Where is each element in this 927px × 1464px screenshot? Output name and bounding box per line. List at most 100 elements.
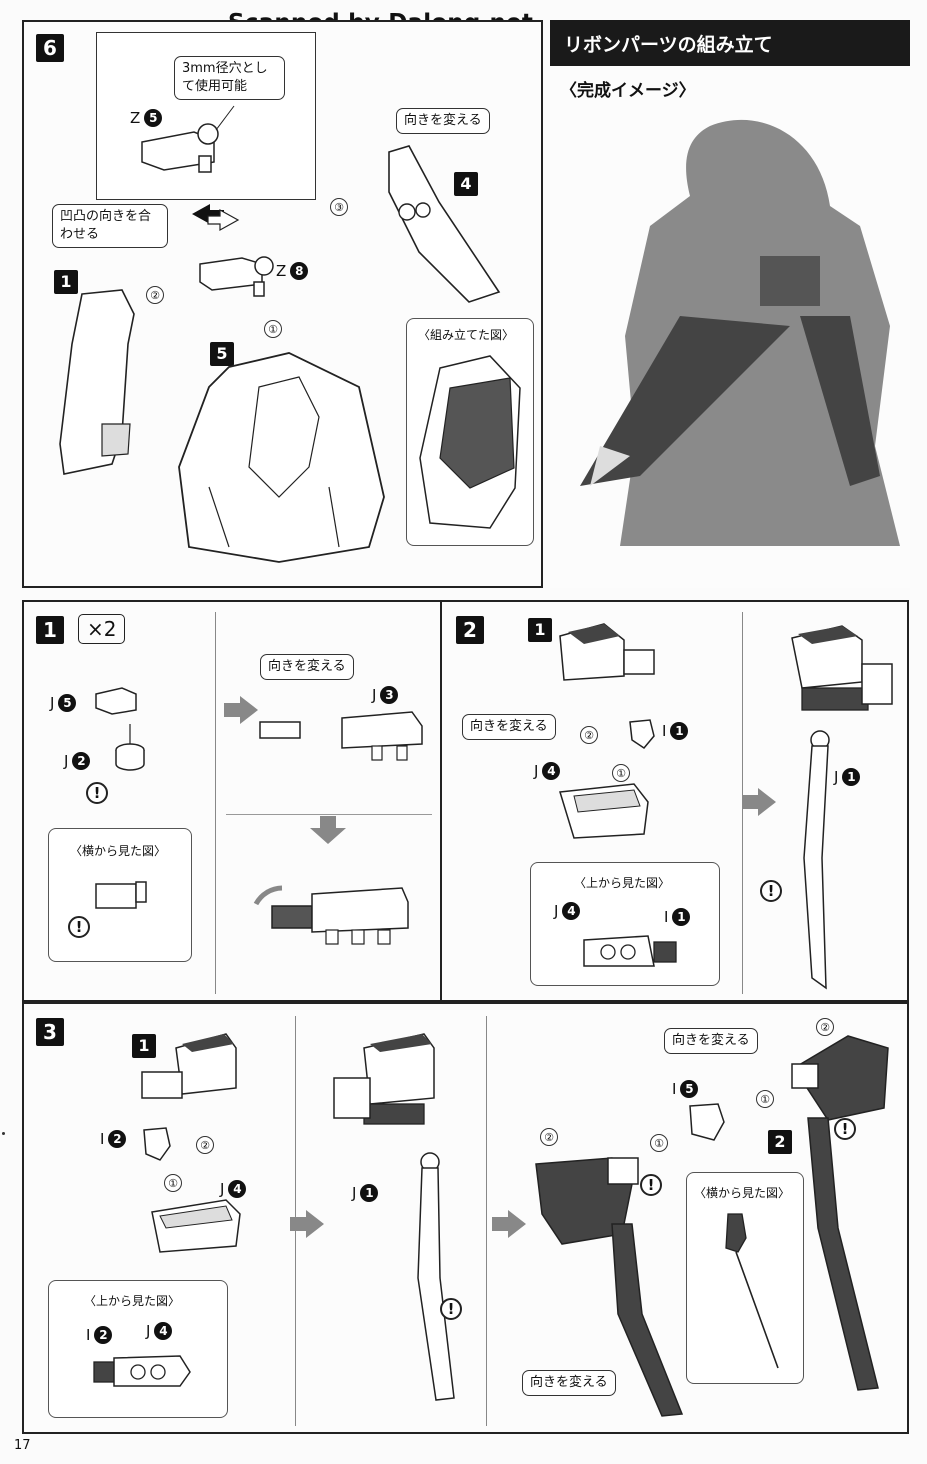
step-number-6: 6 xyxy=(36,34,64,62)
part1-j1-assembly-drawing xyxy=(791,625,893,990)
rotate-callout-step3-bottom: 向きを変える xyxy=(522,1370,616,1396)
completed-figure-silhouette xyxy=(580,119,900,547)
step-number-2: 2 xyxy=(456,616,484,644)
step3-divider-2 xyxy=(486,1016,487,1426)
part1-j1-assembly-step3 xyxy=(333,1033,455,1401)
ribbon-title: リボンパーツの組み立て xyxy=(564,34,773,56)
order-1-step3-right-top: ① xyxy=(756,1090,774,1108)
order-1-step3-right-mid: ① xyxy=(650,1134,668,1152)
rotate-callout-step6: 向きを変える xyxy=(396,108,490,134)
rotate-callout-step3-top: 向きを変える xyxy=(664,1028,758,1054)
warning-icon-step2: ! xyxy=(760,880,782,902)
order-2-step3: ② xyxy=(196,1136,214,1154)
top-view-drawing-step2 xyxy=(583,935,677,967)
ref-part-1-step3: 1 xyxy=(132,1034,156,1058)
order-1-marker: ① xyxy=(264,320,282,338)
assembled-part-drawing xyxy=(419,355,521,529)
side-view-title-step3: 〈横から見た図〉 xyxy=(694,1186,791,1200)
multiplier-badge: ×2 xyxy=(78,614,126,644)
order-1-step3: ① xyxy=(164,1174,182,1192)
i2-part-drawing xyxy=(143,1127,171,1161)
step-number-1: 1 xyxy=(36,616,64,644)
side-view-drawing xyxy=(95,881,147,909)
order-2-marker: ② xyxy=(146,286,164,304)
j3-assembly-drawing xyxy=(259,711,423,761)
top-view-box-step3 xyxy=(48,1280,228,1418)
order-2-step2: ② xyxy=(580,726,598,744)
ref-part-5: 5 xyxy=(210,342,234,366)
order-1-step2: ① xyxy=(612,764,630,782)
part1-assembled-drawing xyxy=(535,1157,684,1417)
align-callout: 凹凸の向きを合わせる xyxy=(52,204,168,248)
step1-next-arrow xyxy=(224,696,258,724)
ref-part-1-step2: 1 xyxy=(528,618,552,642)
side-view-drawing-step3 xyxy=(725,1213,779,1369)
top-view-title-step3: 〈上から見た図〉 xyxy=(84,1294,181,1308)
i1-part-drawing xyxy=(629,719,655,749)
order-2-step3-left: ② xyxy=(540,1128,558,1146)
side-view-title: 〈横から見た図〉 xyxy=(70,844,167,858)
part5-drawing xyxy=(178,352,385,563)
page-dot xyxy=(2,1132,5,1135)
warning-icon-step3-right-top: ! xyxy=(834,1118,856,1140)
warning-icon-step1-side: ! xyxy=(68,916,90,938)
part1-drawing xyxy=(59,289,135,475)
rotate-callout-step1: 向きを変える xyxy=(260,654,354,680)
step1-h-divider xyxy=(226,814,432,815)
step3-next-arrow-1 xyxy=(290,1210,324,1238)
j4-part-drawing xyxy=(559,783,649,839)
top-view-title-step2: 〈上から見た図〉 xyxy=(574,876,671,890)
ref-part-1: 1 xyxy=(54,270,78,294)
hole-callout: 3mm径穴として使用可能 xyxy=(174,56,285,100)
part1-head-drawing xyxy=(559,623,655,681)
part1-head-drawing-step3 xyxy=(141,1033,237,1099)
step2-next-arrow xyxy=(742,788,776,816)
ref-part-2-step3: 2 xyxy=(768,1130,792,1154)
ribbon-panel: リボンパーツの組み立て 〈完成イメージ〉 xyxy=(550,20,910,588)
step3-next-arrow-2 xyxy=(492,1210,526,1238)
order-2-step3-right: ② xyxy=(816,1018,834,1036)
part2-assembly-drawing xyxy=(791,1035,889,1391)
j3-assembled-drawing xyxy=(253,885,409,945)
warning-icon-step3-right-mid: ! xyxy=(640,1174,662,1196)
z5-part-drawing xyxy=(141,105,235,173)
z8-part-drawing xyxy=(199,256,274,297)
i5-part-drawing xyxy=(689,1103,725,1141)
order-3-marker: ③ xyxy=(330,198,348,216)
down-arrow xyxy=(310,816,346,844)
top-view-drawing-step3 xyxy=(93,1355,191,1387)
page-number: 17 xyxy=(14,1438,31,1453)
j4-part-drawing-step3 xyxy=(151,1199,241,1253)
part4-drawing xyxy=(388,145,501,303)
step-number-3: 3 xyxy=(36,1018,64,1046)
rotate-callout-step2: 向きを変える xyxy=(462,714,556,740)
ribbon-title-bar xyxy=(550,20,910,66)
ribbon-subtitle: 〈完成イメージ〉 xyxy=(560,81,696,101)
ref-part-4: 4 xyxy=(454,172,478,196)
warning-icon-step3-mid: ! xyxy=(440,1298,462,1320)
j5-part-drawing xyxy=(95,687,137,715)
assembled-view-title: 〈組み立てた図〉 xyxy=(418,328,515,342)
j2-part-drawing xyxy=(115,724,145,771)
swap-arrows xyxy=(192,204,240,232)
